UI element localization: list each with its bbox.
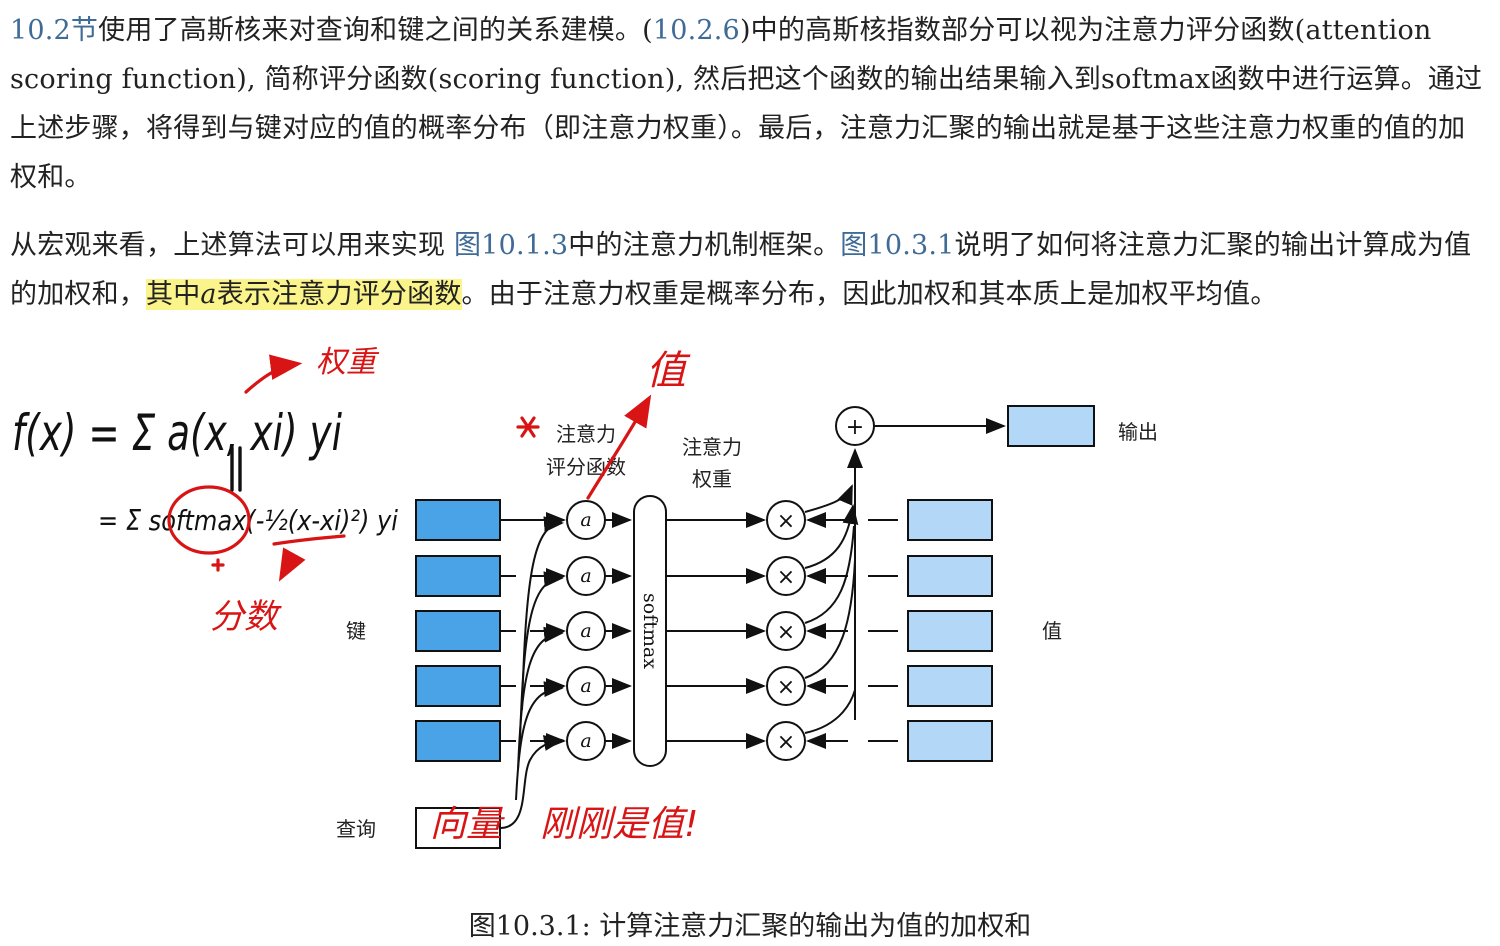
key-box <box>415 499 501 541</box>
value-box <box>907 555 993 597</box>
key-box <box>415 610 501 652</box>
highlight-pre: 其中 <box>146 279 201 310</box>
score-symbol: a <box>580 565 591 587</box>
output-box <box>1007 405 1095 447</box>
underline-mark <box>272 534 346 546</box>
multiply-node <box>766 556 806 596</box>
score-symbol: a <box>580 730 591 752</box>
value-box <box>907 720 993 762</box>
multiply-node <box>766 666 806 706</box>
key-box <box>415 720 501 762</box>
arrow-to-value <box>586 394 652 500</box>
paragraph-text: 从宏观来看，上述算法可以用来实现 <box>10 230 454 261</box>
softmax-circle-mark <box>167 485 251 555</box>
plus-mark <box>211 558 225 572</box>
value-box <box>907 665 993 707</box>
arrow-to-score <box>278 547 306 582</box>
label-weight-line2: 权重 <box>692 467 732 491</box>
score-function-nodes <box>566 500 606 761</box>
multiply-node <box>766 721 806 761</box>
paragraph-text: 中的注意力机制框架。 <box>568 230 841 261</box>
figure-caption: 图10.3.1: 计算注意力汇聚的输出为值的加权和 <box>468 911 1032 942</box>
note-weight: 权重 <box>316 345 380 380</box>
note-scalar: 刚刚是值! <box>540 804 698 845</box>
times-symbol: × <box>777 509 795 534</box>
paragraph-text: 使用了高斯核来对查询和键之间的关系建模。( <box>98 15 653 46</box>
key-box <box>415 555 501 597</box>
plus-symbol: + <box>846 415 864 440</box>
score-symbol: a <box>580 675 591 697</box>
note-value: 值 <box>646 348 691 394</box>
note-score: 分数 <box>210 597 282 637</box>
multiply-nodes <box>766 500 806 761</box>
label-keys: 键 <box>346 619 366 643</box>
paragraph-intro: 10.2节使用了高斯核来对查询和键之间的关系建模。(10.2.6)中的高斯核指数… <box>10 6 1490 202</box>
label-score-line1: 注意力 <box>556 422 616 446</box>
paragraph-text: 。由于注意力权重是概率分布，因此加权和其本质上是加权平均值。 <box>461 279 1278 310</box>
paragraph-overview: 从宏观来看，上述算法可以用来实现 图10.1.3中的注意力机制框架。图10.3.… <box>10 221 1490 319</box>
times-symbol: × <box>777 675 795 700</box>
arrow-to-weight <box>244 354 303 394</box>
key-box <box>415 665 501 707</box>
label-output: 输出 <box>1118 420 1158 444</box>
times-symbol: × <box>777 620 795 645</box>
note-vector: 向量 <box>430 804 505 845</box>
value-box <box>907 499 993 541</box>
label-values: 值 <box>1042 619 1062 643</box>
highlight-post: 表示注意力评分函数 <box>216 279 462 310</box>
link-section-10-2[interactable]: 10.2节 <box>10 15 99 46</box>
equals-stroke <box>230 446 242 492</box>
softmax-label: softmax <box>639 593 661 669</box>
multiply-node <box>766 611 806 651</box>
score-symbol: a <box>580 509 591 531</box>
attention-pooling-diagram: 注意力 评分函数 注意力 权重 输出 键 值 查询 a a <box>12 345 1158 849</box>
times-symbol: × <box>777 565 795 590</box>
times-symbol: × <box>777 730 795 755</box>
link-equation-10-2-6[interactable]: 10.2.6 <box>652 15 740 46</box>
value-box <box>907 610 993 652</box>
score-symbol: a <box>580 620 591 642</box>
highlight-var: a <box>200 279 217 310</box>
highlighted-text: 其中a表示注意力评分函数 <box>146 279 462 310</box>
label-weight-line1: 注意力 <box>682 435 742 459</box>
handwritten-formula-line1: f(x) = Σ a(x, xi) yi <box>12 404 342 462</box>
link-figure-10-3-1[interactable]: 图10.3.1 <box>840 230 955 261</box>
link-figure-10-1-3[interactable]: 图10.1.3 <box>453 230 569 261</box>
paragraph-text: )中的高斯核指数部分可以视为注意力评分函数(attention scoring … <box>10 15 1483 193</box>
label-query: 查询 <box>336 817 376 841</box>
paragraph-text: 说明了如何将注意力汇聚的输出计算成为值的加权和， <box>10 230 1472 310</box>
star-mark <box>516 416 540 438</box>
multiply-node <box>766 500 806 540</box>
